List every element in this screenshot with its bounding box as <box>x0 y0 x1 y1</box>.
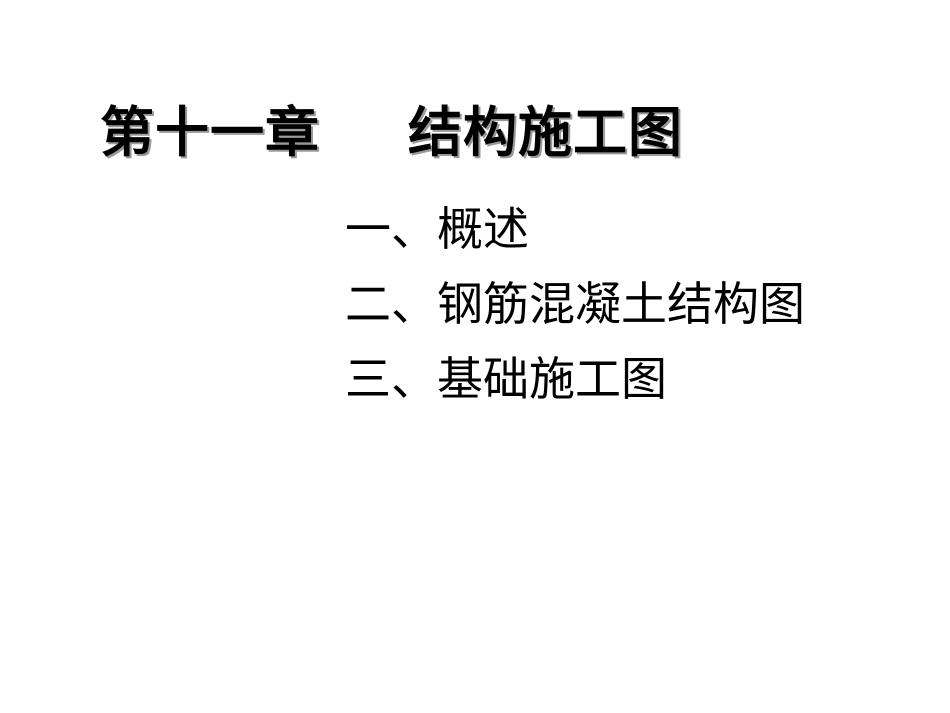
chapter-number: 第十一章 <box>100 100 320 164</box>
slide-title: 第十一章 结构施工图 <box>100 92 683 164</box>
outline-item-foundation: 三、基础施工图 <box>345 351 667 406</box>
outline-list: 一、概述 二、钢筋混凝土结构图 三、基础施工图 <box>345 188 805 413</box>
outline-item-reinforced-concrete: 二、钢筋混凝土结构图 <box>345 276 805 331</box>
chapter-topic: 结构施工图 <box>408 100 683 164</box>
outline-item-overview: 一、概述 <box>345 201 529 256</box>
